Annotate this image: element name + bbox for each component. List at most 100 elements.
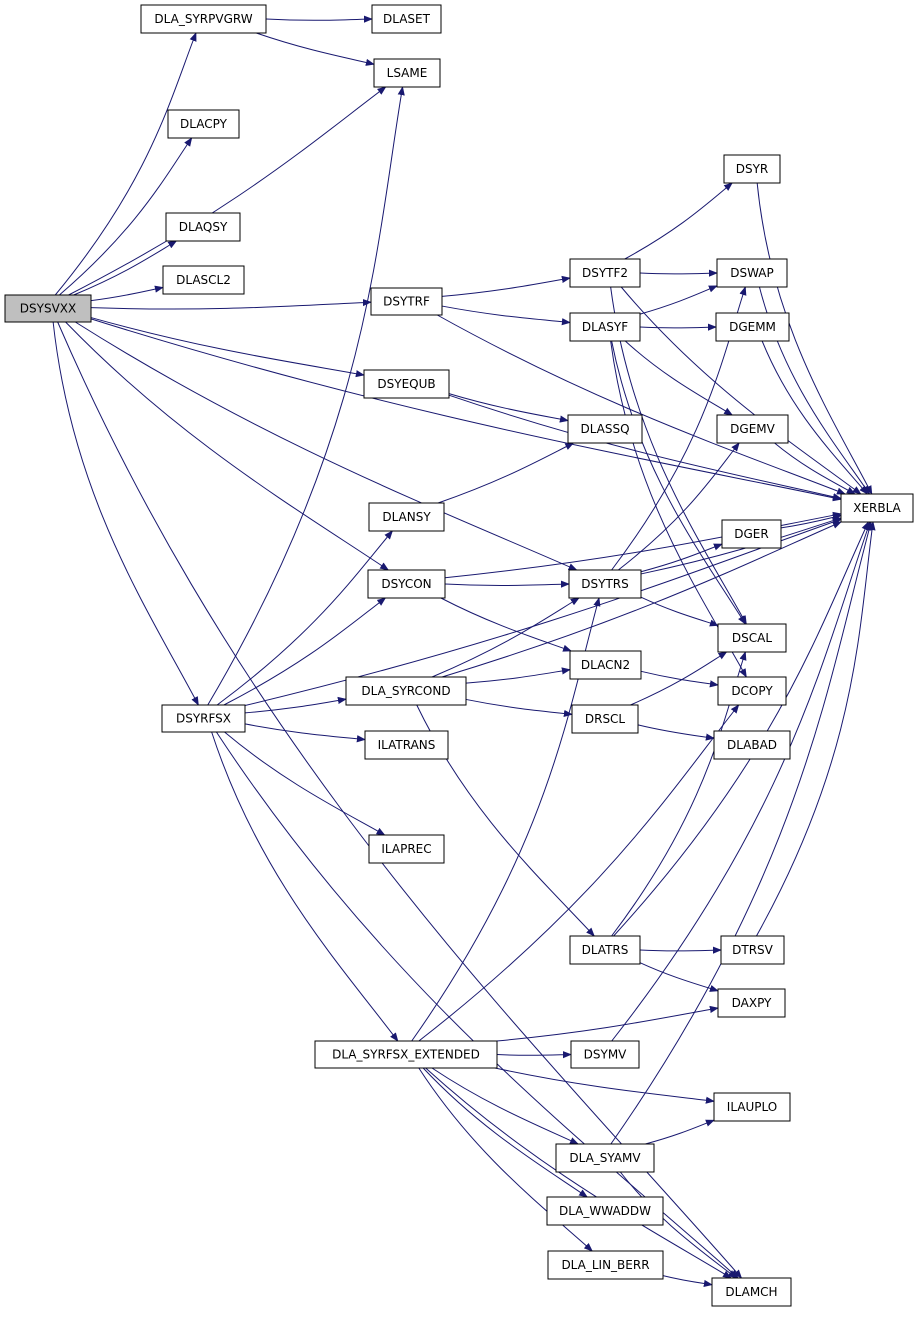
edge-dla_syrfsx_extended-to-daxpy	[496, 1005, 719, 1042]
node-dlaset[interactable]: DLASET	[371, 4, 442, 34]
node-dla-syrfsx-extended[interactable]: DLA_SYRFSX_EXTENDED	[314, 1040, 498, 1069]
edge-dla_lin_berr-to-dlamch	[662, 1275, 713, 1287]
node-dlasyf[interactable]: DLASYF	[569, 312, 641, 342]
node-dtrsv[interactable]: DTRSV	[720, 935, 785, 965]
edge-dsyrfsx-to-lsame	[207, 86, 405, 706]
edge-dsytrf-to-xerbla	[437, 314, 846, 495]
node-ilatrans[interactable]: ILATRANS	[364, 730, 449, 760]
edge-dsysvxx-to-dsyequb	[90, 317, 365, 378]
node-label: DLA_SYRPVGRW	[154, 12, 252, 26]
edge-dla_syamv-to-xerbla	[610, 521, 873, 1145]
node-dcopy[interactable]: DCOPY	[717, 676, 787, 706]
edge-dsyequb-to-xerbla	[448, 394, 842, 501]
edge-dsytrf-to-dlasyf	[441, 305, 571, 326]
node-label: DSYTRS	[581, 577, 628, 591]
edge-dla_syrcond-to-xerbla	[441, 521, 842, 678]
node-dlaqsy[interactable]: DLAQSY	[165, 212, 241, 242]
edge-dtrsv-to-xerbla	[756, 521, 876, 937]
node-ilaprec[interactable]: ILAPREC	[368, 834, 445, 864]
node-dger[interactable]: DGER	[721, 519, 782, 549]
node-dsymv[interactable]: DSYMV	[570, 1040, 640, 1069]
edge-dla_syrfsx_extended-to-dla_lin_berr	[418, 1067, 593, 1252]
edge-dla_syamv-to-dlamch	[619, 1171, 737, 1279]
node-label: DSYR	[736, 162, 769, 176]
node-ilauplo[interactable]: ILAUPLO	[713, 1092, 791, 1122]
edge-dlasyf-to-dscal	[611, 340, 746, 625]
edge-dlatrs-to-daxpy	[639, 962, 719, 992]
edge-dla_syrfsx_extended-to-ilauplo	[494, 1067, 715, 1104]
edge-dsyrfsx-to-dla_syrcond	[244, 696, 347, 714]
node-label: DLASET	[383, 12, 431, 26]
node-label: DRSCL	[585, 712, 626, 726]
node-label: DLACN2	[581, 658, 630, 672]
edge-drscl-to-dlabad	[637, 724, 715, 741]
node-label: DTRSV	[732, 943, 774, 957]
node-label: DLATRS	[582, 943, 629, 957]
edge-dsytrs-to-dgemv	[618, 442, 740, 571]
node-dla-lin-berr[interactable]: DLA_LIN_BERR	[547, 1250, 664, 1280]
node-dsysvxx[interactable]: DSYSVXX	[4, 294, 92, 323]
node-dlassq[interactable]: DLASSQ	[567, 414, 643, 444]
node-label: DLASSQ	[580, 422, 629, 436]
node-label: DSYTRF	[383, 295, 430, 309]
edge-dla_syrpvgrw-to-lsame	[256, 32, 375, 66]
edge-dla_syrfsx_extended-to-dsytrs	[411, 597, 601, 1042]
edge-dla_syrcond-to-drscl	[465, 698, 573, 718]
edge-dsysvxx-to-dsytrf	[90, 298, 372, 310]
node-label: DLA_SYAMV	[569, 1151, 641, 1165]
node-dlabad[interactable]: DLABAD	[713, 730, 791, 760]
node-dsyrfsx[interactable]: DSYRFSX	[161, 704, 246, 733]
node-dlacpy[interactable]: DLACPY	[167, 109, 240, 139]
node-dlatrs[interactable]: DLATRS	[569, 935, 641, 965]
node-dsytf2[interactable]: DSYTF2	[569, 258, 641, 288]
node-label: DSYMV	[584, 1048, 628, 1062]
node-label: DSYEQUB	[377, 377, 435, 391]
node-dlamch[interactable]: DLAMCH	[711, 1277, 792, 1307]
edge-dla_syrfsx_extended-to-dla_wwaddw	[422, 1067, 588, 1198]
node-dlascl2[interactable]: DLASCL2	[162, 265, 245, 295]
node-label: DAXPY	[732, 996, 772, 1010]
node-dlacn2[interactable]: DLACN2	[569, 650, 642, 680]
node-xerbla[interactable]: XERBLA	[840, 493, 914, 523]
edge-dlasyf-to-dgemv	[624, 340, 734, 416]
node-label: DLA_SYRFSX_EXTENDED	[332, 1048, 480, 1062]
edge-dsyrfsx-to-dlansy	[216, 530, 393, 706]
edge-dsysvxx-to-dsycon	[65, 321, 390, 571]
edge-dla_syrfsx_extended-to-dcopy	[418, 704, 740, 1042]
edge-layer	[52, 15, 876, 1287]
node-dsyequb[interactable]: DSYEQUB	[363, 369, 450, 399]
node-dgemm[interactable]: DGEMM	[715, 312, 790, 342]
edge-dsyrfsx-to-dsycon	[223, 597, 387, 706]
edge-dsycon-to-dsytrs	[444, 580, 570, 588]
edge-dsyrfsx-to-dlamch	[215, 731, 739, 1279]
node-label: DLASCL2	[176, 273, 231, 287]
node-label: LSAME	[387, 66, 428, 80]
node-dla-syrpvgrw[interactable]: DLA_SYRPVGRW	[140, 4, 267, 34]
node-dsytrs[interactable]: DSYTRS	[568, 569, 642, 599]
node-dla-wwaddw[interactable]: DLA_WWADDW	[546, 1196, 664, 1226]
node-drscl[interactable]: DRSCL	[571, 704, 639, 734]
edge-dgemm-to-xerbla	[761, 340, 868, 495]
node-dlansy[interactable]: DLANSY	[368, 502, 445, 532]
node-dsytrf[interactable]: DSYTRF	[370, 287, 443, 316]
edge-dsycon-to-xerbla	[444, 511, 842, 579]
node-dsycon[interactable]: DSYCON	[367, 569, 446, 599]
node-dla-syrcond[interactable]: DLA_SYRCOND	[345, 676, 467, 706]
node-lsame[interactable]: LSAME	[373, 58, 441, 88]
edge-dsysvxx-to-xerbla	[90, 318, 842, 502]
node-label: DSYTF2	[582, 266, 628, 280]
node-dsyr[interactable]: DSYR	[723, 154, 781, 184]
node-label: DLACPY	[180, 117, 228, 131]
node-dswap[interactable]: DSWAP	[716, 258, 788, 288]
edge-dsysvxx-to-dlaqsy	[73, 240, 178, 296]
edge-dsytf2-to-dscal	[610, 286, 747, 625]
node-dla-syamv[interactable]: DLA_SYAMV	[555, 1143, 655, 1173]
edge-dsysvxx-to-dsyrfsx	[52, 321, 199, 706]
node-daxpy[interactable]: DAXPY	[717, 988, 786, 1018]
node-dgemv[interactable]: DGEMV	[716, 414, 789, 444]
edge-dger-to-xerbla	[780, 513, 842, 529]
node-dscal[interactable]: DSCAL	[717, 623, 787, 653]
edge-dsycon-to-dlacn2	[440, 597, 572, 652]
node-label: DLASYF	[582, 320, 628, 334]
